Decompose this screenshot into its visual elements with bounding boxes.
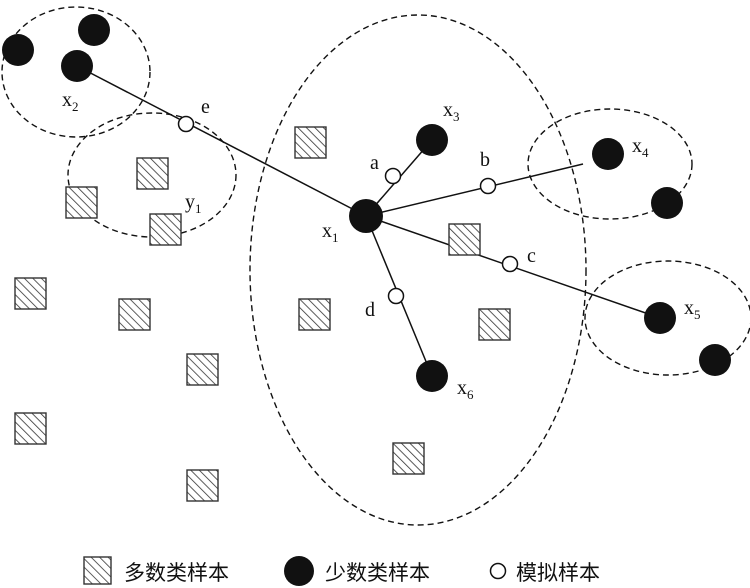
legend: 多数类样本 少数类样本 模拟样本 <box>83 556 600 586</box>
majority-sample <box>186 469 219 502</box>
link-x1-x2 <box>76 65 367 217</box>
majority-sample <box>186 353 219 386</box>
legend-majority-icon <box>83 556 112 585</box>
legend-minority-icon <box>284 556 314 586</box>
majority-sample <box>118 298 151 331</box>
label-x6: x6 <box>457 377 474 402</box>
legend-minority-label: 少数类样本 <box>325 561 430 585</box>
label-x2: x2 <box>62 89 79 114</box>
minority-sample <box>699 344 731 376</box>
majority-sample <box>298 298 331 331</box>
minority-sample-x4 <box>592 138 624 170</box>
minority-sample-x1 <box>349 199 383 233</box>
synthetic-sample-c <box>501 255 519 273</box>
label-b: b <box>480 149 490 171</box>
legend-majority-label: 多数类样本 <box>124 561 229 585</box>
label-a: a <box>370 152 379 174</box>
majority-sample <box>14 412 47 445</box>
neighborhood-x4 <box>527 108 693 220</box>
label-y1: y1 <box>185 191 202 216</box>
synthetic-sample-a <box>384 167 402 185</box>
label-d: d <box>365 299 375 321</box>
majority-sample <box>149 213 182 246</box>
majority-sample <box>65 186 98 219</box>
majority-sample <box>448 223 481 256</box>
majority-sample <box>392 442 425 475</box>
minority-sample-x6 <box>416 360 448 392</box>
neighborhood-x5 <box>584 260 750 376</box>
legend-synthetic-label: 模拟样本 <box>516 561 600 585</box>
synthetic-sample-e <box>177 115 195 133</box>
synthetic-samples <box>177 115 519 305</box>
majority-sample <box>14 277 47 310</box>
label-x4: x4 <box>632 135 649 160</box>
label-e: e <box>201 96 210 118</box>
majority-sample <box>478 308 511 341</box>
neighborhood-x1 <box>249 14 587 526</box>
label-x3: x3 <box>443 99 460 124</box>
neighborhood-x2 <box>1 6 151 138</box>
label-c: c <box>527 245 536 267</box>
point-labels: x2 e x3 a b x4 y1 x1 c d x5 x6 <box>62 89 701 402</box>
minority-sample-x5 <box>644 302 676 334</box>
minority-samples <box>2 14 731 392</box>
synthetic-sample-d <box>387 287 405 305</box>
majority-sample <box>294 126 327 159</box>
link-x1-x4 <box>365 163 584 217</box>
minority-sample-x3 <box>416 124 448 156</box>
minority-sample <box>78 14 110 46</box>
minority-sample <box>2 34 34 66</box>
legend-synthetic-icon <box>489 562 507 580</box>
minority-sample-x2 <box>61 50 93 82</box>
minority-sample <box>651 187 683 219</box>
label-x1: x1 <box>322 220 339 245</box>
majority-samples <box>14 126 511 502</box>
label-x5: x5 <box>684 297 701 322</box>
majority-sample <box>136 157 169 190</box>
synthetic-sample-b <box>479 177 497 195</box>
